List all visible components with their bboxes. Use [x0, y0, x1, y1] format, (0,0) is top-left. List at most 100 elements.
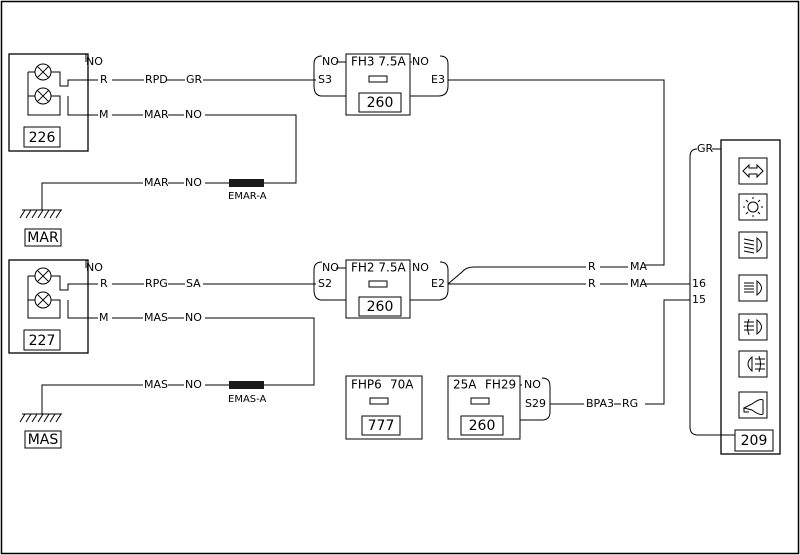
wire-label: MA	[630, 277, 647, 290]
fuse-label: FH3 7.5A	[351, 55, 406, 69]
wire-label: MAR	[144, 176, 169, 189]
splice-label: EMAS-A	[228, 394, 267, 405]
ground-wire	[41, 384, 229, 414]
wire-label: MAS	[144, 311, 168, 324]
pin-label: NO	[322, 261, 339, 274]
pin-label: NO	[322, 55, 339, 68]
indicator-arrows-icon	[738, 157, 768, 185]
splice-emas-a	[229, 381, 264, 389]
wire	[448, 79, 665, 266]
dipped-beam-icon	[738, 231, 768, 259]
lamp-icon	[34, 87, 52, 105]
horn-icon	[738, 391, 768, 419]
fuse-icon	[368, 280, 388, 288]
rear-fog-icon	[738, 350, 768, 378]
component-number-box	[23, 329, 61, 351]
wire-label: MA	[630, 260, 647, 273]
fuse-pin-leads	[520, 377, 551, 421]
pin-label: S3	[318, 73, 332, 86]
pin-leads	[85, 260, 96, 319]
pin-label: M	[99, 108, 109, 121]
ground-icon	[19, 413, 62, 423]
ground-label-box	[24, 228, 62, 247]
connector-wire	[689, 148, 735, 436]
wire-label: NO	[185, 108, 202, 121]
component-number: 227	[29, 333, 56, 349]
wire-label: MAS	[144, 378, 168, 391]
fuse-fhp6: FHP6 70A 777	[345, 375, 423, 440]
component-209: GR 16 15	[689, 139, 781, 455]
pin-label: M	[99, 311, 109, 324]
pin-label: R	[100, 73, 108, 86]
pin-label: NO	[86, 55, 103, 68]
wire-label: BPA3	[586, 397, 614, 410]
fuse-number: 777	[368, 418, 395, 434]
fuse-box	[447, 375, 521, 440]
wire-label: SA	[186, 277, 201, 290]
main-beam-icon	[738, 274, 768, 302]
splice-emar-a	[229, 179, 264, 187]
wire-label: RG	[622, 397, 638, 410]
fuse-number: 260	[469, 418, 496, 434]
wire-label: NO	[185, 378, 202, 391]
fuse-box	[345, 53, 411, 116]
wire-label: R	[588, 277, 596, 290]
lamp-icon	[34, 267, 52, 285]
component-number-box	[23, 126, 61, 148]
wire-label: NO	[185, 311, 202, 324]
fuse-number: 260	[367, 299, 394, 315]
pin-label: NO	[86, 261, 103, 274]
fuse-icon	[368, 75, 388, 83]
front-fog-icon	[738, 313, 768, 341]
ground-wire	[41, 182, 229, 210]
fuse-fh29: 25A FH29 260 NO S29	[447, 375, 551, 440]
pin-label: 15	[692, 293, 706, 306]
pin-label: NO	[524, 378, 541, 391]
pin-label: NO	[412, 55, 429, 68]
fuse-number-box	[460, 415, 504, 436]
wire	[112, 317, 315, 386]
ground-label: MAS	[28, 432, 59, 448]
ground-mar: MAR NO EMAR-A MAR	[19, 176, 267, 247]
fuse-box	[345, 259, 411, 319]
fuse-fh2: FH2 7.5A 260 NO S2 NO E2	[313, 259, 449, 319]
pin-label: NO	[412, 261, 429, 274]
ground-label: MAR	[27, 230, 59, 246]
wire	[112, 114, 297, 184]
pin-label: E2	[431, 277, 445, 290]
sidelight-icon	[738, 193, 768, 221]
component-226: 226 NO R M	[8, 53, 109, 152]
component-227-box	[8, 259, 89, 354]
fuse-number-box	[361, 415, 401, 436]
component-number: 226	[29, 130, 56, 146]
wire-label: MAR	[144, 108, 169, 121]
fuse-icon	[369, 397, 389, 405]
pin-leads	[85, 54, 96, 116]
wire	[447, 266, 628, 285]
fuse-label: 25A	[453, 378, 477, 392]
internal-wiring	[27, 275, 98, 319]
wire-label: R	[588, 260, 596, 273]
lamp-icon	[34, 63, 52, 81]
fuse-label: FH2 7.5A	[351, 261, 406, 275]
internal-wiring	[27, 71, 98, 116]
pin-label: GR	[697, 142, 714, 155]
fuse-number-box	[358, 296, 402, 317]
pin-label: E3	[431, 73, 445, 86]
pin-label: 16	[692, 277, 706, 290]
ground-label-box	[24, 430, 62, 449]
ground-mas: MAS NO EMAS-A MAS	[19, 378, 267, 449]
fuse-number-box	[358, 92, 402, 113]
wire-label: NO	[185, 176, 202, 189]
fuse-icon	[470, 397, 490, 405]
fuse-pin-leads	[313, 55, 449, 97]
fuse-fh3: FH3 7.5A 260 NO S3 NO E3	[313, 53, 449, 116]
fuse-label: FH29	[485, 378, 516, 392]
wire	[550, 299, 690, 405]
pin-label: R	[100, 277, 108, 290]
component-209-box	[720, 139, 781, 455]
fuse-number: 260	[367, 95, 394, 111]
component-number-box	[734, 429, 774, 452]
